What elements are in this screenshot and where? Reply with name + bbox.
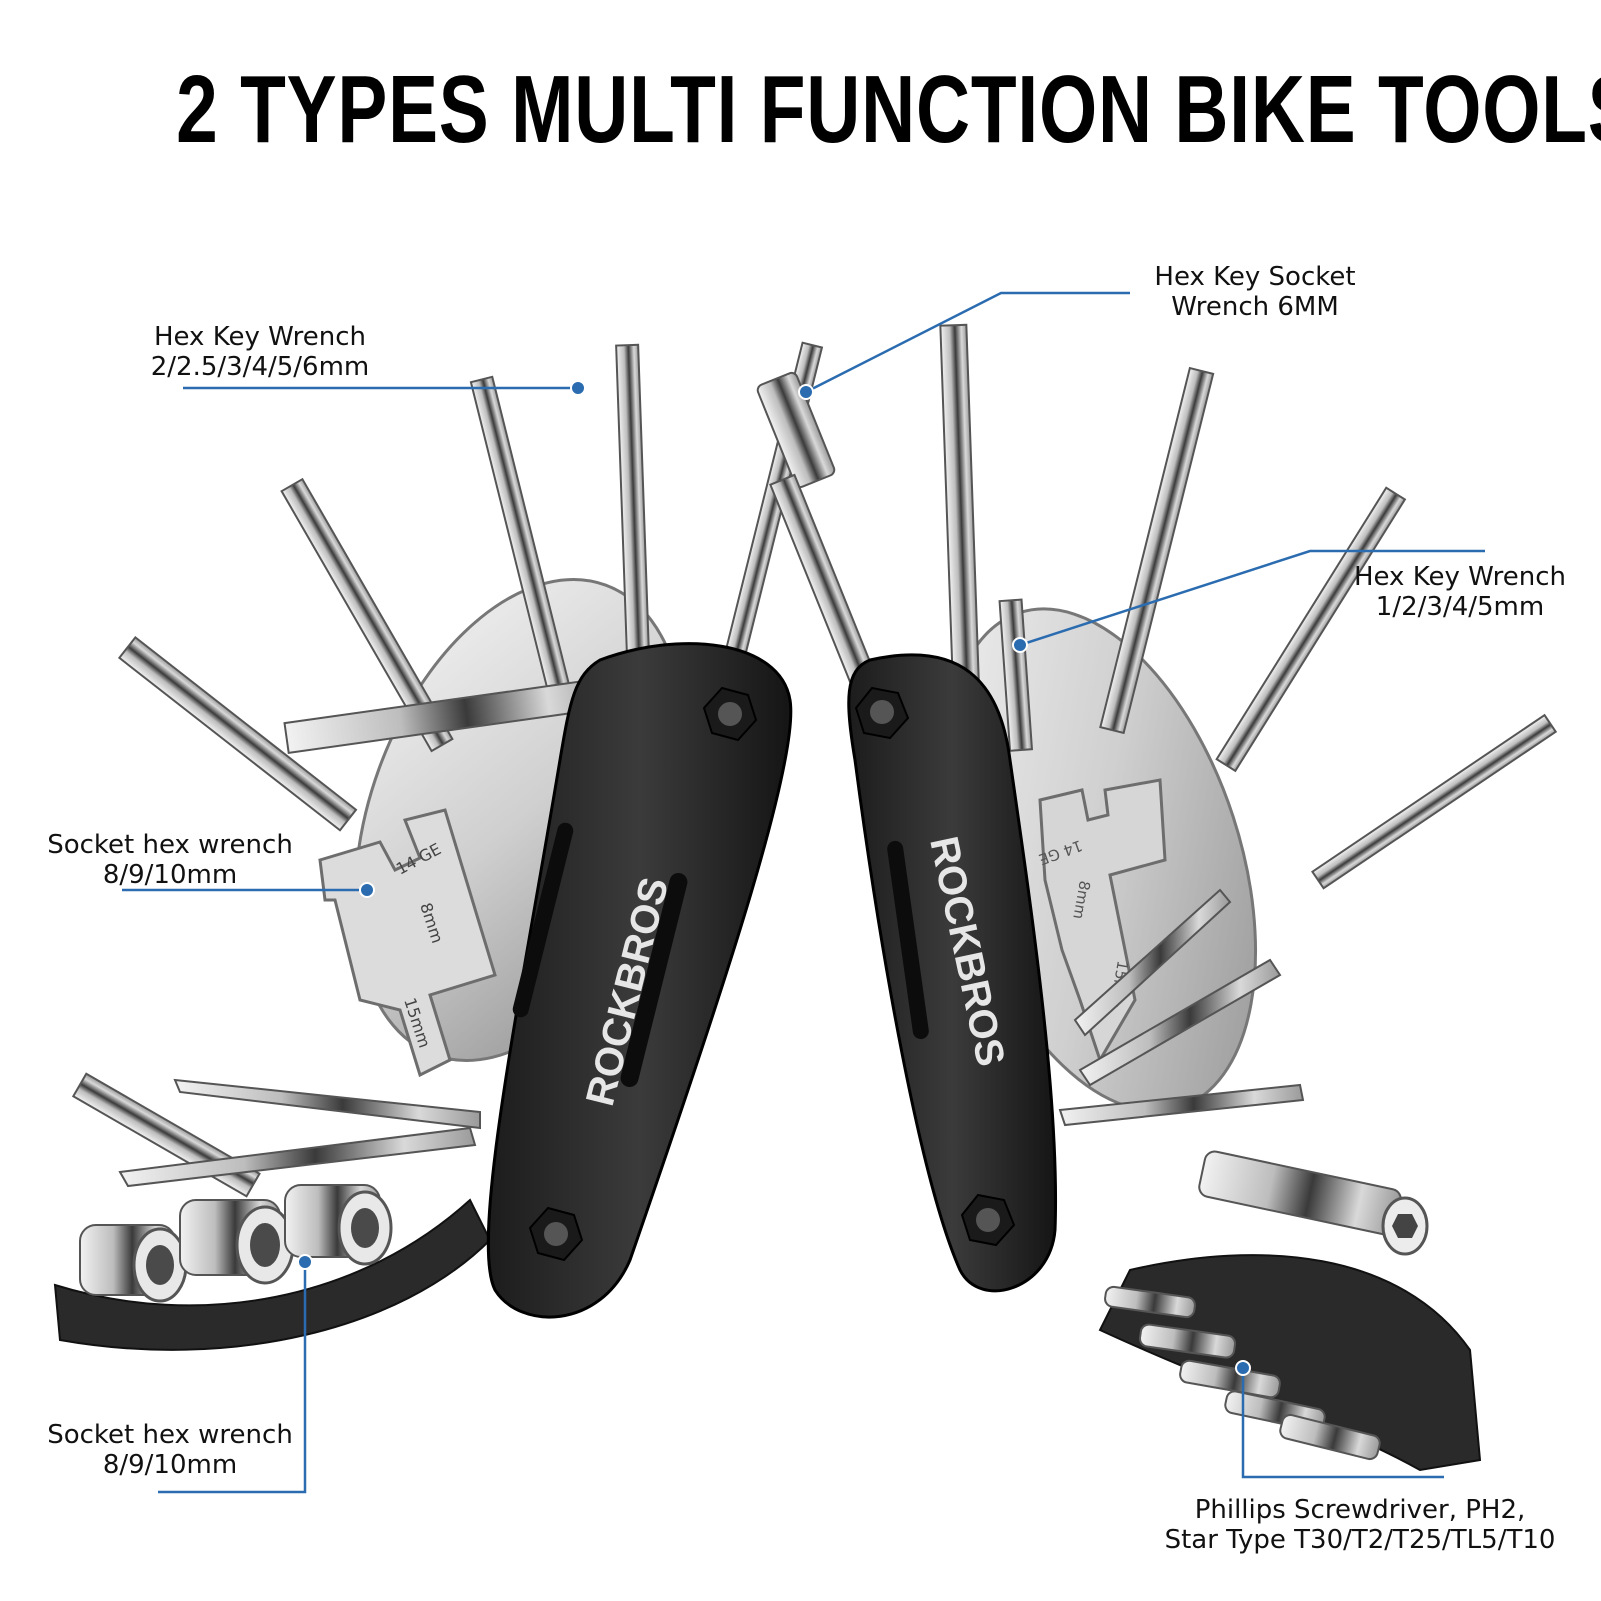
callout-socket-wrench-upper-title: Socket hex wrench bbox=[47, 830, 293, 860]
leader-hex-key-right bbox=[1019, 549, 1485, 647]
callout-hex-key-left: Hex Key Wrench 2/2.5/3/4/5/6mm bbox=[130, 322, 390, 382]
left-socket-3 bbox=[284, 1184, 393, 1266]
callout-hex-socket: Hex Key Socket Wrench 6MM bbox=[1135, 262, 1375, 322]
right-multitool: 14 GE 8mm 15mm bbox=[756, 323, 1558, 1472]
callout-hex-socket-size: Wrench 6MM bbox=[1171, 292, 1339, 322]
callout-hex-socket-title: Hex Key Socket bbox=[1154, 262, 1356, 292]
callout-lines bbox=[122, 291, 1485, 1494]
dot-hex-key-right bbox=[1012, 637, 1028, 653]
callout-star-types: Star Type T30/T2/T25/TL5/T10 bbox=[1164, 1525, 1556, 1555]
callout-dots bbox=[297, 380, 1251, 1376]
left-socket-holder bbox=[53, 1184, 492, 1351]
leader-phillips-star bbox=[1241, 1368, 1444, 1479]
callout-hex-key-right: Hex Key Wrench 1/2/3/4/5mm bbox=[1340, 562, 1580, 622]
left-tool-body: ROCKBROS bbox=[486, 642, 793, 1319]
left-box-wrench: 14 GE 8mm 15mm bbox=[318, 808, 497, 1078]
callout-socket-wrench-lower-sizes: 8/9/10mm bbox=[102, 1450, 238, 1480]
left-hex-bolt-bottom bbox=[528, 1206, 584, 1262]
leader-hex-socket bbox=[805, 291, 1130, 394]
callout-phillips-title: Phillips Screwdriver, PH2, bbox=[1194, 1495, 1526, 1525]
dot-hex-socket bbox=[798, 384, 814, 400]
callout-hex-key-right-title: Hex Key Wrench bbox=[1353, 562, 1567, 592]
right-bit-holder bbox=[1098, 1254, 1482, 1472]
callout-socket-wrench-upper: Socket hex wrench 8/9/10mm bbox=[35, 830, 305, 890]
callout-hex-key-right-sizes: 1/2/3/4/5mm bbox=[1375, 592, 1545, 622]
headline: 2 TYPES MULTI FUNCTION BIKE TOOLS bbox=[176, 56, 1601, 163]
dot-socket-wrench-upper bbox=[359, 882, 375, 898]
right-hex-keys bbox=[939, 323, 1558, 890]
callout-socket-wrench-upper-sizes: 8/9/10mm bbox=[102, 860, 238, 890]
right-box-wrench: 14 GE 8mm 15mm bbox=[1036, 778, 1167, 1064]
right-hex-bolt-top bbox=[854, 686, 910, 740]
callout-phillips-star: Phillips Screwdriver, PH2, Star Type T30… bbox=[1150, 1495, 1570, 1555]
dot-phillips-star bbox=[1235, 1360, 1251, 1376]
dot-hex-key-left bbox=[570, 380, 586, 396]
left-socket-1 bbox=[79, 1224, 188, 1303]
dot-socket-wrench-lower bbox=[297, 1254, 313, 1270]
right-torx-bits bbox=[1104, 1285, 1381, 1461]
callout-hex-key-left-sizes: 2/2.5/3/4/5/6mm bbox=[150, 352, 370, 382]
right-screwdrivers bbox=[1058, 888, 1305, 1127]
callout-hex-key-left-title: Hex Key Wrench bbox=[153, 322, 367, 352]
callout-socket-wrench-lower-title: Socket hex wrench bbox=[47, 1420, 293, 1450]
right-hex-bolt-bottom bbox=[960, 1193, 1016, 1247]
left-hex-bolt-top bbox=[702, 686, 758, 742]
left-screwdrivers bbox=[118, 1078, 481, 1188]
callout-socket-wrench-lower: Socket hex wrench 8/9/10mm bbox=[35, 1420, 305, 1480]
leader-socket-wrench-lower bbox=[158, 1262, 307, 1494]
left-socket-2 bbox=[179, 1199, 295, 1285]
right-socket-extension bbox=[1198, 1150, 1429, 1256]
right-tool-body: ROCKBROS bbox=[847, 653, 1058, 1293]
